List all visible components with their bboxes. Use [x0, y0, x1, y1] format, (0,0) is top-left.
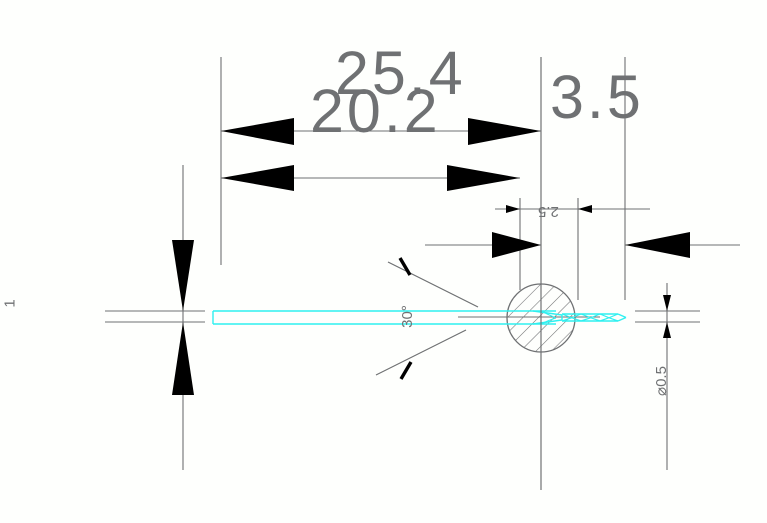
tool-axis-line: [458, 57, 542, 490]
dimension-label-overall-length: 25.4: [335, 39, 466, 107]
dimension-label-flute-length: 20.2: [310, 77, 441, 145]
dimension-lines: [221, 130, 740, 318]
dimension-label-neck-length: 2.5: [538, 203, 559, 220]
dimension-label-point-angle: 30°: [398, 305, 416, 328]
dimension-label-tip-diameter: ⌀0.5: [652, 366, 670, 396]
dimension-label-shank-height: 1: [1, 299, 19, 308]
dimension-arrowheads: [172, 118, 690, 395]
highlighted-drill-body[interactable]: [212, 310, 627, 325]
angle-dimension-30deg: [375, 257, 479, 380]
dimension-label-tip-section: 3.5: [550, 63, 644, 131]
